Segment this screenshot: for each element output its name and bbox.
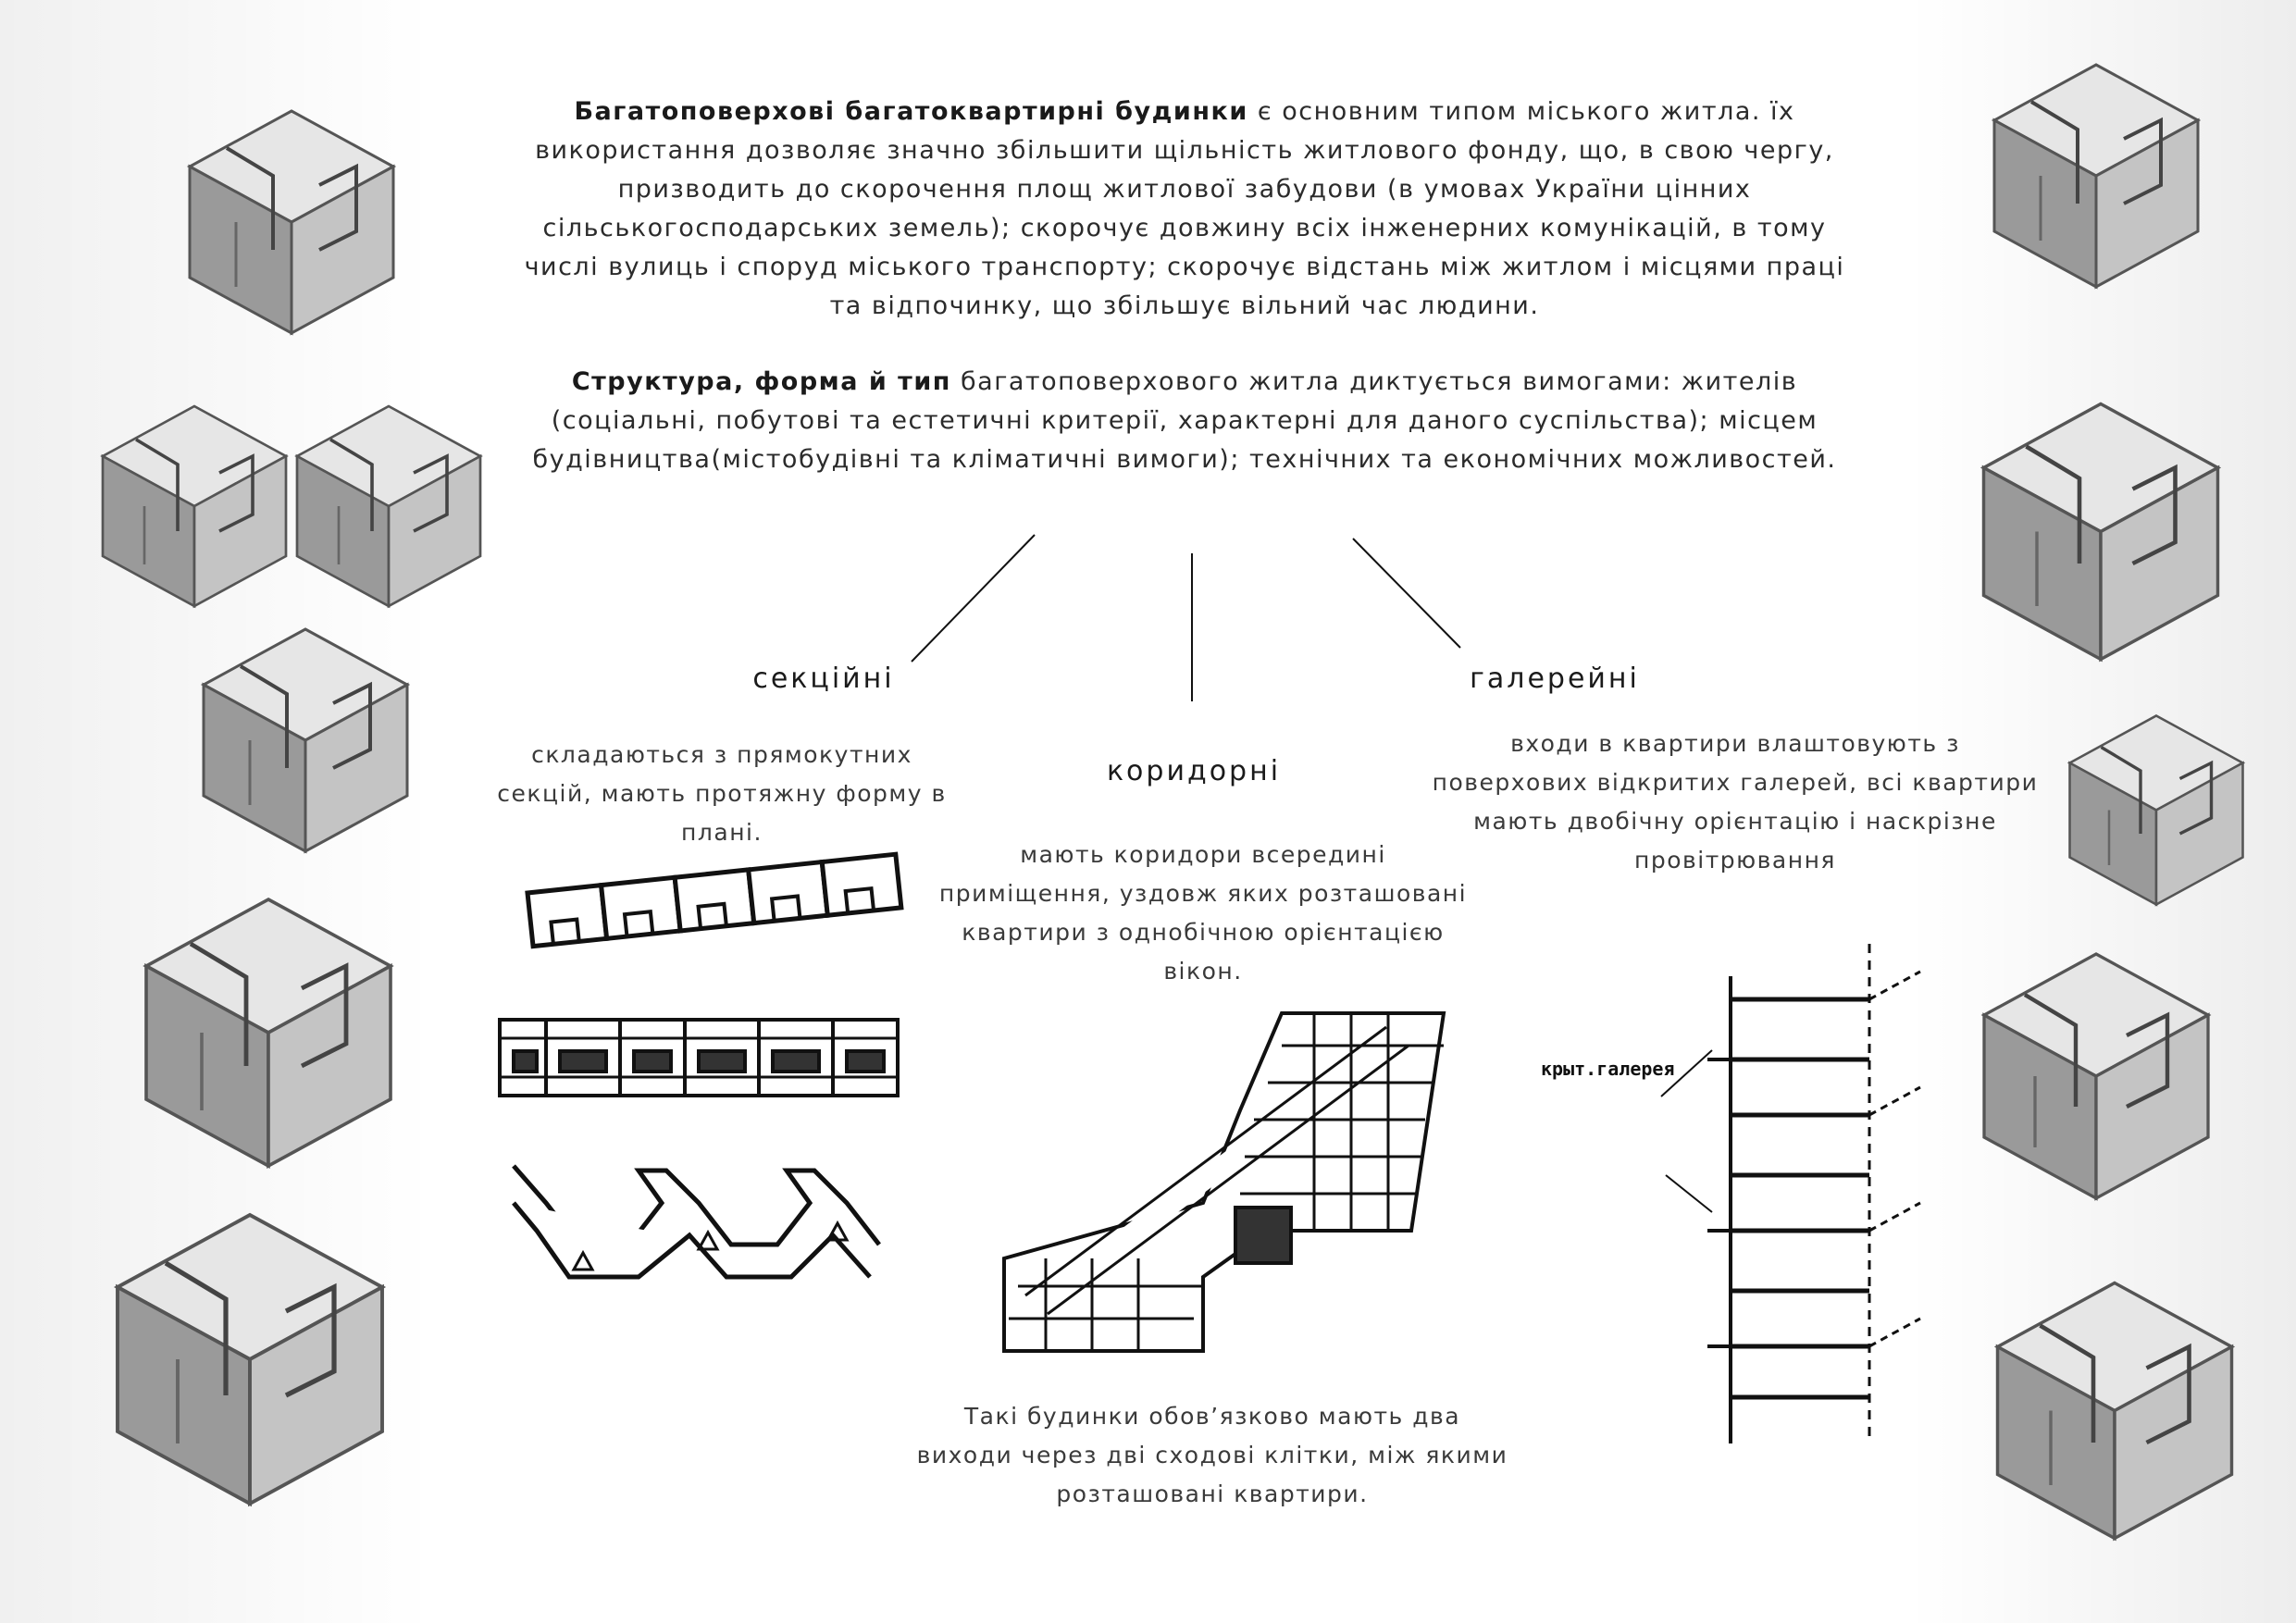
sketch-cube-5	[146, 899, 391, 1166]
structure-text: багатоповерхового житла диктується вимог…	[532, 367, 1837, 474]
sketch-cube-1	[188, 109, 395, 335]
connector-gallery	[1352, 538, 1461, 649]
gallery-section	[1660, 944, 1921, 1443]
structure-paragraph: Структура, форма й тип багатоповерхового…	[518, 363, 1851, 479]
sectional-plan-3	[512, 1164, 881, 1280]
sketch-cube-6	[118, 1215, 382, 1504]
connector-sectional	[911, 534, 1036, 663]
heading-gallery: галерейні	[1470, 663, 1640, 695]
sketch-cube-9	[2067, 713, 2245, 907]
intro-text: є основним типом міського житла. їх вико…	[524, 97, 1845, 320]
sketch-cube-3	[295, 404, 482, 608]
sketch-cube-10	[1984, 954, 2208, 1198]
gallery-description: входи в квартири влаштовують з поверхови…	[1432, 730, 2039, 873]
sketch-cube-4	[202, 627, 409, 853]
sketch-cube-8	[1984, 404, 2218, 660]
heading-sectional: секційні	[752, 663, 895, 695]
gallery-drawing-label: крыт.галерея	[1541, 1058, 1675, 1080]
sketch-cube-11	[1998, 1283, 2232, 1539]
sectional-plan-2	[498, 1018, 900, 1097]
sketch-cube-7	[1992, 63, 2200, 289]
intro-paragraph: Багатоповерхові багатоквартирні будинки …	[518, 93, 1851, 326]
sectional-description: складаються з прямокутних секцій, мають …	[497, 741, 947, 846]
intro-bold: Багатоповерхові багатоквартирні будинки	[574, 97, 1248, 126]
corridor-description: мають коридори всередині приміщення, узд…	[938, 841, 1468, 985]
sectional-plan-1	[525, 851, 904, 949]
corridor-note: Такі будинки обов’язково мають два виход…	[916, 1403, 1508, 1507]
structure-bold: Структура, форма й тип	[571, 367, 951, 396]
corridor-plan	[1002, 1011, 1446, 1353]
heading-corridor: коридорні	[1106, 755, 1282, 787]
sketch-cube-2	[101, 404, 288, 608]
